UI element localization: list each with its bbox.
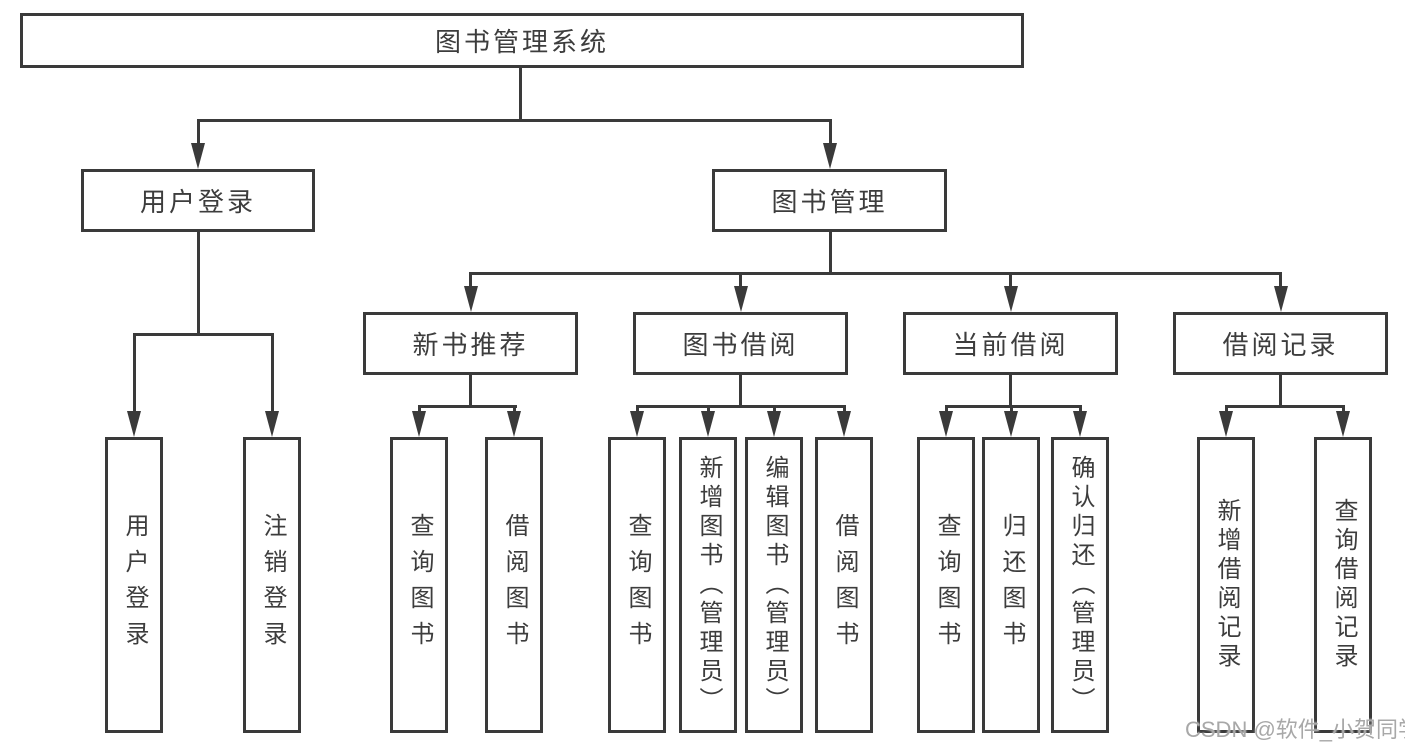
leaf-query-borrow-record: 查询借阅记录 [1314,437,1372,733]
leaf-label: 查询借阅记录 [1330,498,1357,672]
arrowhead-icon [1073,411,1087,437]
leaf-label: 查询图书 [624,513,651,657]
arrowhead-icon [823,143,837,169]
connector-hline [469,272,1282,275]
connector-vline [132,333,136,413]
node-label: 当前借阅 [952,330,1069,360]
connector-hline [635,405,846,408]
node-new-book-recommend: 新书推荐 [363,312,578,375]
connector-vline [417,405,421,415]
connector-vline [842,405,846,415]
connector-vline [635,405,639,415]
leaf-return-books: 归还图书 [982,437,1040,733]
connector-vline [1341,405,1345,415]
node-label: 图书管理 [771,187,888,217]
csdn-watermark: CSDN @软件_小贺同学 [1185,717,1405,742]
connector-vline [739,272,742,288]
node-user-login: 用户登录 [81,169,315,232]
connector-hline [132,333,274,336]
node-root: 图书管理系统 [20,13,1024,68]
leaf-user-login: 用户登录 [105,437,163,733]
arrowhead-icon [1273,286,1288,312]
arrowhead-icon [265,411,279,437]
arrowhead-icon [507,411,521,437]
node-label: 借阅记录 [1222,330,1339,360]
node-borrow-records: 借阅记录 [1173,312,1388,375]
arrowhead-icon [1003,286,1018,312]
connector-vline [518,68,522,122]
arrowhead-icon [127,411,141,437]
leaf-label: 确认归还（管理员） [1067,454,1094,716]
leaf-label: 查询图书 [933,513,960,657]
arrowhead-icon [733,286,748,312]
connector-vline [828,119,832,145]
connector-vline [1009,272,1012,288]
leaf-label: 新增借阅记录 [1213,498,1240,672]
arrowhead-icon [1219,411,1233,437]
connector-vline [469,272,472,288]
leaf-query-books-current: 查询图书 [917,437,975,733]
arrowhead-icon [191,143,205,169]
leaf-query-books-borrow: 查询图书 [608,437,666,733]
arrowhead-icon [1336,411,1350,437]
arrowhead-icon [463,286,478,312]
leaf-label: 注销登录 [259,513,286,657]
node-label: 图书借阅 [682,330,799,360]
connector-hline [1224,405,1345,408]
leaf-label: 借阅图书 [501,513,528,657]
connector-vline [772,405,776,415]
leaf-label: 新增图书（管理员） [695,454,722,716]
arrowhead-icon [767,411,781,437]
connector-vline [196,119,200,145]
connector-vline [706,405,710,415]
connector-vline [1279,375,1282,408]
connector-hline [196,119,832,122]
leaf-label: 查询图书 [406,513,433,657]
leaf-label: 用户登录 [121,513,148,657]
node-current-borrow: 当前借阅 [903,312,1118,375]
connector-vline [512,405,516,415]
connector-vline [944,405,948,415]
node-label: 新书推荐 [412,330,529,360]
node-label: 图书管理系统 [434,27,609,57]
arrowhead-icon [939,411,953,437]
connector-vline [1279,272,1282,288]
leaf-logout: 注销登录 [243,437,301,733]
connector-vline [469,375,472,408]
connector-hline [417,405,517,408]
leaf-add-books-admin: 新增图书（管理员） [679,437,737,733]
connector-vline [1009,375,1012,408]
connector-vline [270,333,274,413]
leaf-label: 借阅图书 [831,513,858,657]
leaf-borrow-books-recommend: 借阅图书 [485,437,543,733]
connector-vline [196,232,200,336]
arrowhead-icon [412,411,426,437]
connector-vline [828,232,832,275]
leaf-confirm-return-admin: 确认归还（管理员） [1051,437,1109,733]
arrowhead-icon [701,411,715,437]
leaf-edit-books-admin: 编辑图书（管理员） [745,437,803,733]
leaf-add-borrow-record: 新增借阅记录 [1197,437,1255,733]
connector-vline [1009,405,1013,415]
connector-vline [1224,405,1228,415]
leaf-label: 归还图书 [998,513,1025,657]
connector-hline [944,405,1082,408]
leaf-borrow-books: 借阅图书 [815,437,873,733]
leaf-query-books-recommend: 查询图书 [390,437,448,733]
arrowhead-icon [1004,411,1018,437]
connector-vline [1078,405,1082,415]
arrowhead-icon [630,411,644,437]
connector-vline [739,375,742,408]
node-book-management: 图书管理 [712,169,947,232]
node-book-borrow: 图书借阅 [633,312,848,375]
node-label: 用户登录 [139,187,256,217]
leaf-label: 编辑图书（管理员） [761,454,788,716]
arrowhead-icon [837,411,851,437]
